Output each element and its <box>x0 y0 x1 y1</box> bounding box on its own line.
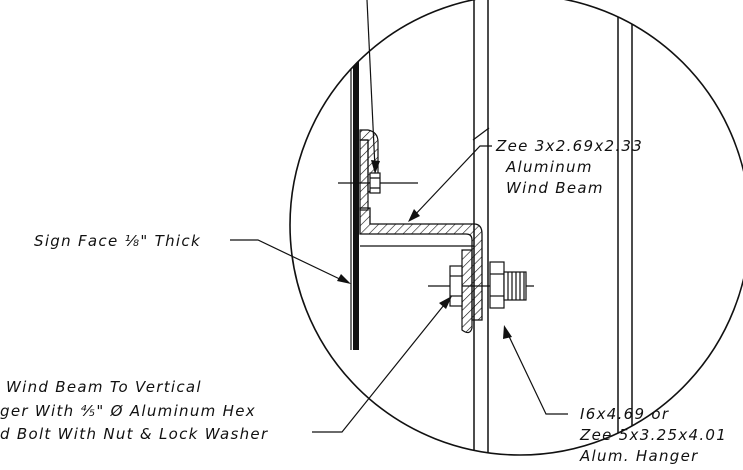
leader-top <box>366 0 376 169</box>
label-zee-line3: Wind Beam <box>506 179 604 197</box>
vertical-hanger <box>472 0 633 455</box>
arrowhead <box>439 296 452 309</box>
label-connection-line2: ger With ⅘" Ø Aluminum Hex <box>0 402 256 420</box>
label-hanger-line3: Alum. Hanger <box>579 447 699 465</box>
detail-circle <box>289 0 743 456</box>
leader-sign-face <box>230 239 347 283</box>
lower-bolt <box>428 261 534 309</box>
label-hanger-line2: Zee 5x3.25x4.01 <box>579 426 727 444</box>
label-zee-line1: Zee 3x2.69x2.33 <box>495 137 643 155</box>
label-connection-line3: d Bolt With Nut & Lock Washer <box>0 425 268 443</box>
arrowhead <box>503 325 512 339</box>
label-zee-line2: Aluminum <box>505 158 593 176</box>
leader-zee <box>411 145 492 219</box>
label-hanger-line1: I6x4.69 or <box>580 405 669 423</box>
sign-face-panel <box>353 50 359 350</box>
leader-hanger <box>505 329 568 415</box>
leader-connection <box>312 299 449 433</box>
zee-wind-beam <box>359 207 483 321</box>
clip-angle-lower <box>461 249 473 334</box>
arrowhead <box>408 209 420 222</box>
label-sign-face: Sign Face ⅛" Thick <box>34 232 201 250</box>
arrowhead <box>371 160 380 174</box>
label-connection-line1: Wind Beam To Vertical <box>6 378 202 396</box>
arrowhead <box>337 274 351 284</box>
upper-bolt <box>338 172 418 194</box>
